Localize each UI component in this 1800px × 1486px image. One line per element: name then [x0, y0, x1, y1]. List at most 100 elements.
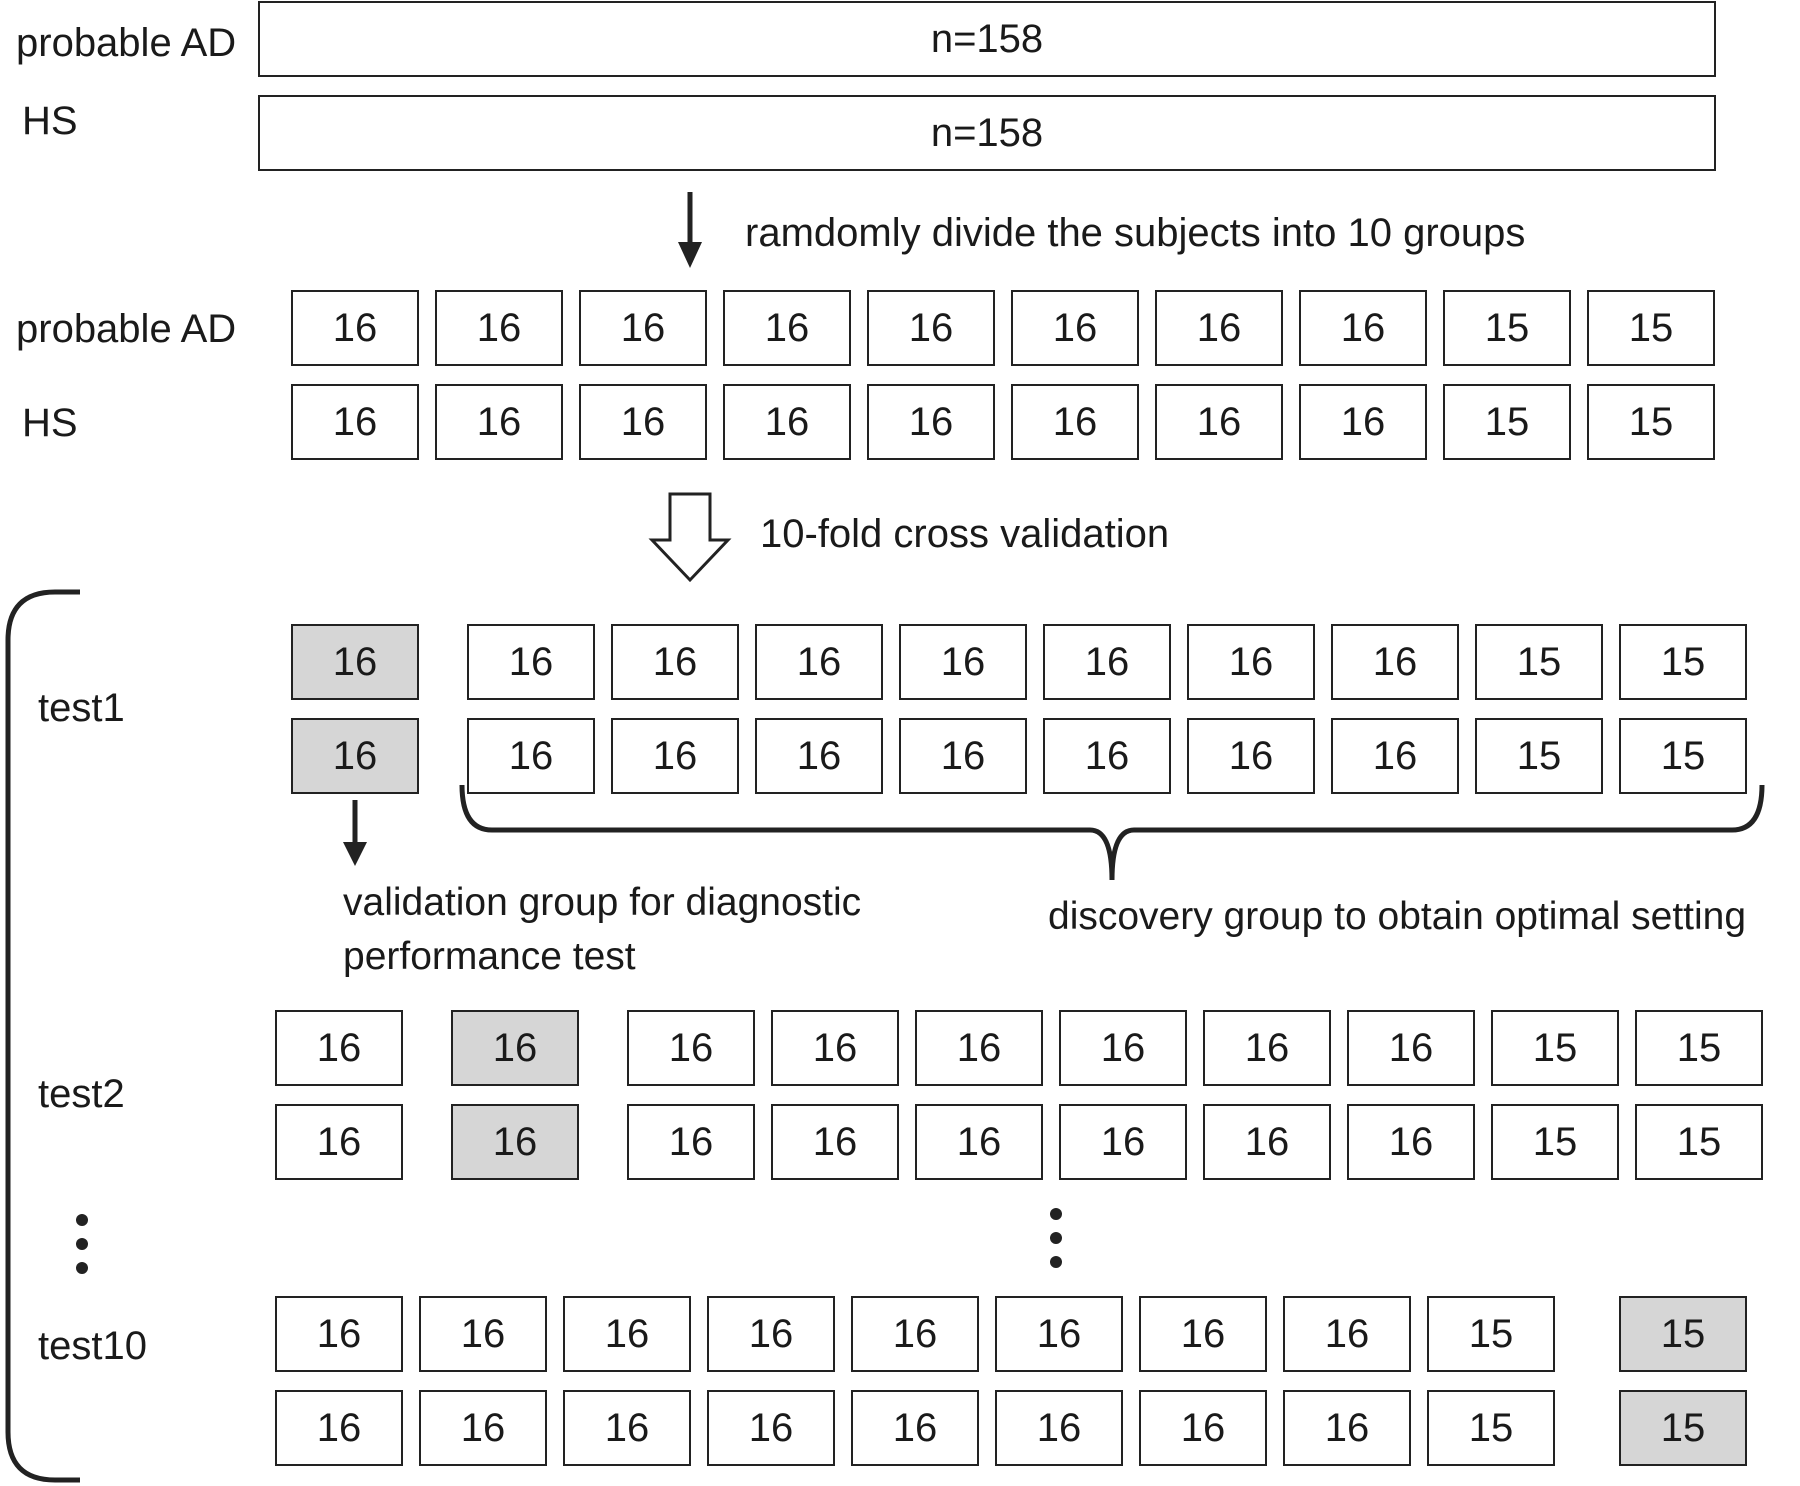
- discovery-group-box: 16: [1331, 718, 1459, 794]
- group-box: 16: [291, 384, 419, 460]
- discovery-group-box: 16: [755, 624, 883, 700]
- discovery-group-box: 15: [1491, 1104, 1619, 1180]
- discovery-group-box: 16: [851, 1390, 979, 1466]
- discovery-group-box: 16: [1203, 1104, 1331, 1180]
- discovery-group-box: 16: [1283, 1390, 1411, 1466]
- discovery-group-box: 15: [1475, 718, 1603, 794]
- discovery-group-box: 16: [771, 1010, 899, 1086]
- discovery-group-box: 15: [1635, 1010, 1763, 1086]
- group-box: 16: [1155, 384, 1283, 460]
- group-box: 15: [1587, 290, 1715, 366]
- discovery-group-box: 16: [275, 1296, 403, 1372]
- discovery-group-box: 15: [1635, 1104, 1763, 1180]
- discovery-group-box: 16: [995, 1296, 1123, 1372]
- group-box: 16: [579, 290, 707, 366]
- validation-note-line1: validation group for diagnostic: [343, 881, 862, 924]
- group-box: 16: [1011, 384, 1139, 460]
- discovery-group-box: 16: [1043, 718, 1171, 794]
- discovery-group-box: 15: [1427, 1390, 1555, 1466]
- group-box: 16: [1011, 290, 1139, 366]
- group-box: 16: [723, 384, 851, 460]
- group-box: 16: [435, 290, 563, 366]
- discovery-group-box: 15: [1619, 718, 1747, 794]
- discovery-group-box: 16: [1283, 1296, 1411, 1372]
- validation-group-box: 15: [1619, 1390, 1747, 1466]
- test-label-2: test2: [38, 1072, 125, 1116]
- discovery-group-box: 16: [899, 718, 1027, 794]
- discovery-group-box: 16: [275, 1104, 403, 1180]
- discovery-group-box: 15: [1491, 1010, 1619, 1086]
- discovery-group-box: 16: [563, 1390, 691, 1466]
- discovery-group-box: 16: [1331, 624, 1459, 700]
- group-box: 16: [1299, 384, 1427, 460]
- discovery-group-box: 16: [1059, 1104, 1187, 1180]
- discovery-group-box: 16: [755, 718, 883, 794]
- validation-arrow-icon: [343, 800, 367, 866]
- discovery-group-box: 16: [1203, 1010, 1331, 1086]
- discovery-group-box: 16: [627, 1010, 755, 1086]
- group-box: 16: [867, 384, 995, 460]
- discovery-group-box: 16: [419, 1390, 547, 1466]
- discovery-group-box: 16: [995, 1390, 1123, 1466]
- group-box: 16: [291, 290, 419, 366]
- group-box: 15: [1443, 384, 1571, 460]
- groups-label-ad: probable AD: [16, 307, 237, 351]
- discovery-group-box: 16: [1139, 1296, 1267, 1372]
- divide-arrow-icon: [678, 192, 702, 268]
- cross-validation-arrow-icon: [648, 492, 732, 583]
- test-label-10: test10: [38, 1324, 147, 1368]
- cross-validation-caption: 10-fold cross validation: [760, 512, 1170, 556]
- discovery-group-box: 15: [1427, 1296, 1555, 1372]
- discovery-group-box: 16: [1043, 624, 1171, 700]
- discovery-group-box: 16: [707, 1296, 835, 1372]
- discovery-group-box: 15: [1475, 624, 1603, 700]
- group-box: 16: [723, 290, 851, 366]
- tests-bracket: [5, 589, 80, 1483]
- test-label-1: test1: [38, 686, 125, 730]
- discovery-group-box: 16: [611, 718, 739, 794]
- discovery-group-box: 16: [707, 1390, 835, 1466]
- divide-caption: ramdomly divide the subjects into 10 gro…: [745, 211, 1526, 255]
- discovery-group-box: 16: [611, 624, 739, 700]
- group-box: 16: [1299, 290, 1427, 366]
- discovery-note: discovery group to obtain optimal settin…: [1048, 895, 1747, 938]
- validation-group-box: 15: [1619, 1296, 1747, 1372]
- groups-label-hs: HS: [22, 401, 78, 445]
- discovery-group-box: 16: [467, 624, 595, 700]
- validation-group-box: 16: [451, 1104, 579, 1180]
- validation-note-line2: performance test: [343, 935, 636, 978]
- discovery-group-box: 16: [1059, 1010, 1187, 1086]
- validation-group-box: 16: [291, 624, 419, 700]
- ellipsis-left-icon: [76, 1214, 88, 1274]
- discovery-group-box: 16: [771, 1104, 899, 1180]
- group-box: 16: [1155, 290, 1283, 366]
- validation-group-box: 16: [451, 1010, 579, 1086]
- discovery-group-box: 16: [915, 1104, 1043, 1180]
- discovery-group-box: 16: [627, 1104, 755, 1180]
- validation-group-box: 16: [291, 718, 419, 794]
- discovery-group-box: 16: [915, 1010, 1043, 1086]
- discovery-group-box: 16: [851, 1296, 979, 1372]
- discovery-group-box: 16: [1187, 718, 1315, 794]
- group-box: 16: [435, 384, 563, 460]
- discovery-group-box: 16: [899, 624, 1027, 700]
- group-box: 15: [1443, 290, 1571, 366]
- group-box: 15: [1587, 384, 1715, 460]
- discovery-group-box: 16: [563, 1296, 691, 1372]
- discovery-group-box: 16: [275, 1010, 403, 1086]
- discovery-group-box: 16: [419, 1296, 547, 1372]
- discovery-group-box: 16: [467, 718, 595, 794]
- overview-total-hs: n=158: [258, 95, 1716, 171]
- discovery-group-box: 16: [1187, 624, 1315, 700]
- discovery-group-box: 16: [1347, 1104, 1475, 1180]
- overview-total-ad: n=158: [258, 1, 1716, 77]
- discovery-group-box: 16: [1139, 1390, 1267, 1466]
- group-box: 16: [867, 290, 995, 366]
- ellipsis-center-icon: [1050, 1208, 1062, 1268]
- group-box: 16: [579, 384, 707, 460]
- discovery-group-box: 15: [1619, 624, 1747, 700]
- overview-label-hs: HS: [22, 99, 78, 143]
- discovery-group-box: 16: [275, 1390, 403, 1466]
